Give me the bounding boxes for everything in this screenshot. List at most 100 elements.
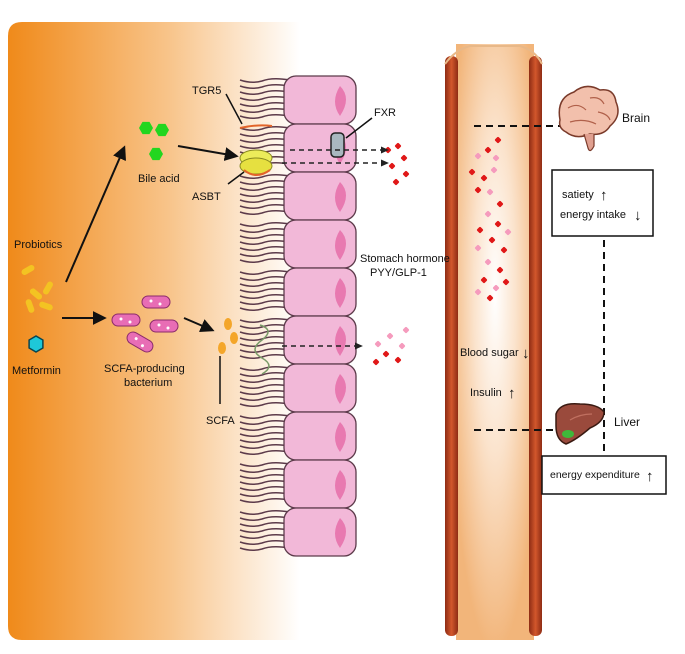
hormone-particle bbox=[372, 358, 380, 366]
scfa-producing-bacterium bbox=[126, 331, 154, 353]
tgr5-receptor bbox=[239, 124, 273, 129]
hormone-particle bbox=[492, 154, 500, 162]
microvillus bbox=[239, 245, 291, 252]
hormone-particle bbox=[400, 154, 408, 162]
epithelial-cell bbox=[239, 507, 357, 557]
metformin-molecule bbox=[28, 335, 44, 353]
hormone-particle bbox=[486, 294, 494, 302]
probiotic-bacterium bbox=[21, 265, 35, 275]
insulin-up-arrow: ↑ bbox=[508, 385, 516, 402]
insulin-label: Insulin bbox=[470, 387, 502, 399]
hormone-particle bbox=[402, 170, 410, 178]
microvillus bbox=[239, 479, 291, 486]
probiotics-label: Probiotics bbox=[14, 239, 63, 251]
hormone-particle bbox=[496, 200, 504, 208]
blood-sugar-down-arrow: ↓ bbox=[522, 345, 530, 362]
epithelial-cell bbox=[239, 411, 357, 461]
hormone-particle bbox=[500, 246, 508, 254]
microvillus bbox=[239, 89, 291, 96]
microvillus bbox=[239, 491, 291, 498]
scfa-molecule bbox=[218, 342, 226, 354]
blood-sugar-label: Blood sugar bbox=[460, 347, 519, 359]
microvillus bbox=[239, 257, 291, 264]
microvillus bbox=[239, 413, 291, 420]
microvillus bbox=[239, 287, 291, 294]
fxr-label: FXR bbox=[374, 107, 396, 119]
hormone-particle bbox=[386, 332, 394, 340]
hormone-particle bbox=[480, 276, 488, 284]
microvillus bbox=[239, 203, 291, 210]
epithelial-cell bbox=[239, 75, 357, 125]
microvillus bbox=[239, 197, 291, 204]
microvillus bbox=[239, 275, 291, 282]
scfa-molecule bbox=[230, 332, 238, 344]
probiotics-to-bile-acid-arrow bbox=[65, 145, 126, 283]
probiotic-bacterium bbox=[43, 281, 53, 295]
hormone-particle bbox=[504, 228, 512, 236]
microvillus bbox=[239, 437, 291, 444]
microvillus bbox=[239, 443, 291, 450]
cell-nucleus bbox=[335, 518, 346, 548]
microvillus bbox=[239, 371, 291, 378]
microvillus bbox=[239, 467, 291, 474]
cell-nucleus bbox=[335, 230, 346, 260]
microvillus bbox=[239, 521, 291, 528]
microvillus bbox=[239, 269, 291, 276]
microvillus bbox=[239, 419, 291, 426]
microvillus bbox=[239, 191, 291, 198]
fxr-leader bbox=[345, 117, 373, 139]
tgr5-label: TGR5 bbox=[192, 85, 221, 97]
hormone-particle bbox=[486, 188, 494, 196]
bile-acid-molecule bbox=[139, 121, 153, 135]
bile-acid-molecule bbox=[155, 123, 169, 137]
microvillus bbox=[239, 77, 291, 84]
probiotic-bacterium bbox=[25, 299, 35, 313]
probiotic-bacterium bbox=[29, 288, 43, 300]
microvillus bbox=[239, 545, 291, 552]
microvillus bbox=[239, 239, 291, 246]
microvillus bbox=[239, 497, 291, 504]
hormone-particle bbox=[484, 146, 492, 154]
cell-nucleus bbox=[335, 86, 346, 116]
bile-acid-label: Bile acid bbox=[138, 173, 180, 185]
microvillus bbox=[239, 401, 291, 408]
cell-nucleus bbox=[335, 374, 346, 404]
energy-expenditure-up-arrow: ↑ bbox=[646, 468, 654, 485]
brain-label: Brain bbox=[622, 111, 650, 125]
hormone-particle bbox=[382, 350, 390, 358]
microvillus bbox=[239, 335, 291, 342]
microvillus bbox=[239, 125, 291, 132]
microvillus bbox=[239, 539, 291, 546]
hormone-label-line2: PYY/GLP-1 bbox=[370, 267, 427, 279]
hormone-particle bbox=[474, 288, 482, 296]
scfa-producing-bacterium bbox=[111, 313, 141, 327]
asbt-transporter bbox=[239, 149, 273, 176]
microvillus bbox=[239, 527, 291, 534]
energy-expenditure-label: energy expenditure bbox=[550, 469, 640, 481]
hormone-particle bbox=[488, 236, 496, 244]
hormone-particle bbox=[502, 278, 510, 286]
microvillus bbox=[239, 173, 291, 180]
probiotic-bacterium bbox=[39, 301, 53, 311]
epithelial-cell bbox=[239, 219, 357, 269]
cell-nucleus bbox=[335, 470, 346, 500]
microvillus bbox=[239, 131, 291, 138]
microvillus bbox=[239, 395, 291, 402]
microvillus bbox=[239, 83, 291, 90]
scfa-receptor bbox=[254, 324, 270, 375]
microvillus bbox=[239, 227, 291, 234]
microvillus bbox=[239, 233, 291, 240]
microvillus bbox=[239, 515, 291, 522]
cell-nucleus bbox=[335, 278, 346, 308]
microvillus bbox=[239, 533, 291, 540]
brain-icon bbox=[558, 85, 619, 152]
microvillus bbox=[239, 299, 291, 306]
microvillus bbox=[239, 137, 291, 144]
epithelial-cell bbox=[239, 363, 357, 413]
hormone-particle bbox=[494, 136, 502, 144]
epithelial-cell bbox=[239, 171, 357, 221]
fxr-receptor bbox=[330, 132, 345, 158]
cell-nucleus bbox=[335, 326, 346, 356]
hormone-particle bbox=[474, 244, 482, 252]
